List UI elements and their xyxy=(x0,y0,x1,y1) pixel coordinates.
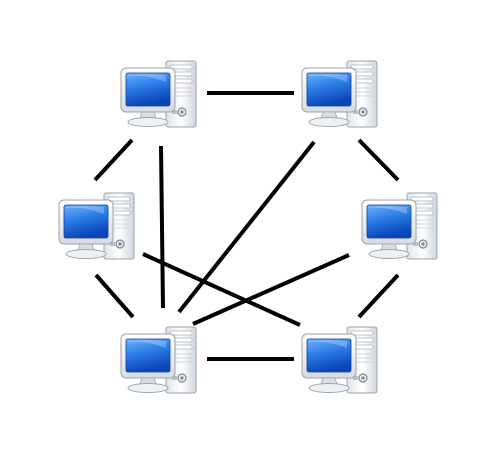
link-middle-left-bottom-left xyxy=(94,273,135,319)
link-top-left-middle-left xyxy=(93,138,134,182)
computer-icon-middle-left xyxy=(58,192,135,260)
link-middle-right-bottom-left xyxy=(192,253,350,326)
computer-icon-middle-right xyxy=(361,192,438,260)
computer-icon-top-left xyxy=(120,60,197,128)
link-top-right-bottom-left xyxy=(177,140,316,314)
connection-links xyxy=(93,91,400,361)
link-top-right-middle-right xyxy=(357,138,400,182)
computer-icon-top-right xyxy=(301,60,378,128)
computer-icon-bottom-left xyxy=(120,326,197,394)
computer-icon-bottom-right xyxy=(301,326,378,394)
link-top-left-bottom-left xyxy=(159,145,165,309)
link-middle-left-bottom-right xyxy=(142,252,301,327)
link-middle-right-bottom-right xyxy=(357,273,400,319)
